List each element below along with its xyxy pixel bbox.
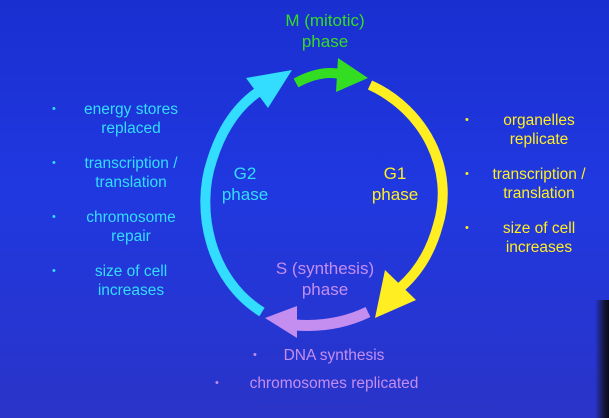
list-item: • DNA synthesis bbox=[215, 346, 435, 365]
bullet-icon: • bbox=[465, 222, 469, 234]
g1-notes-list: • organelles replicate • transcription /… bbox=[465, 111, 595, 273]
g2-phase-line2: phase bbox=[221, 185, 269, 204]
g2-arc bbox=[200, 87, 265, 317]
edge-shadow bbox=[595, 300, 609, 418]
g2-arrowhead bbox=[246, 70, 292, 108]
note-line: chromosome bbox=[86, 209, 176, 226]
g2-notes-list: • energy stores replaced • transcription… bbox=[52, 100, 192, 316]
note-line: increases bbox=[505, 239, 573, 256]
bullet-icon: • bbox=[465, 168, 469, 180]
synthesis-phase-line1: S (synthesis) bbox=[275, 259, 375, 278]
mitotic-phase-line2: phase bbox=[301, 32, 349, 51]
list-item: • transcription / translation bbox=[465, 165, 595, 203]
note-line: transcription / bbox=[84, 155, 178, 172]
synthesis-phase-line2: phase bbox=[301, 280, 349, 299]
note-line: increases bbox=[97, 282, 165, 299]
bullet-icon: • bbox=[52, 211, 56, 223]
mitotic-arc bbox=[293, 68, 341, 88]
bullet-icon: • bbox=[52, 157, 56, 169]
list-item: • chromosome repair bbox=[52, 208, 192, 246]
note-line: DNA synthesis bbox=[283, 347, 385, 364]
g2-phase-line1: G2 bbox=[233, 164, 257, 183]
synthesis-phase-label: S (synthesis) phase bbox=[250, 258, 400, 300]
note-line: repair bbox=[111, 228, 151, 245]
note-line: replaced bbox=[101, 120, 161, 137]
list-item: • transcription / translation bbox=[52, 154, 192, 192]
note-line: transcription / bbox=[492, 166, 586, 183]
note-line: replicate bbox=[509, 131, 569, 148]
list-item: • organelles replicate bbox=[465, 111, 595, 149]
bullet-icon: • bbox=[52, 103, 56, 115]
g1-arc bbox=[367, 80, 448, 292]
note-line: organelles bbox=[503, 112, 575, 129]
note-line: translation bbox=[95, 174, 167, 191]
list-item: • chromosomes replicated bbox=[215, 374, 435, 393]
list-item: • energy stores replaced bbox=[52, 100, 192, 138]
note-line: translation bbox=[503, 185, 575, 202]
list-item: • size of cell increases bbox=[52, 262, 192, 300]
synthesis-arrowhead bbox=[265, 306, 297, 338]
note-line: energy stores bbox=[84, 101, 178, 118]
g2-phase-label: G2 phase bbox=[215, 163, 275, 205]
mitotic-arrowhead bbox=[336, 58, 368, 92]
mitotic-phase-label: M (mitotic) phase bbox=[260, 10, 390, 52]
synthesis-arc bbox=[294, 307, 371, 331]
mitotic-phase-line1: M (mitotic) bbox=[285, 11, 365, 30]
g1-phase-label: G1 phase bbox=[365, 163, 425, 205]
g1-phase-line2: phase bbox=[371, 185, 419, 204]
g1-arrowhead bbox=[375, 270, 416, 318]
bullet-icon: • bbox=[465, 114, 469, 126]
note-line: size of cell bbox=[502, 220, 576, 237]
list-item: • size of cell increases bbox=[465, 219, 595, 257]
g1-phase-line1: G1 bbox=[383, 164, 407, 183]
note-line: chromosomes replicated bbox=[249, 375, 419, 392]
synthesis-notes-list: • DNA synthesis • chromosomes replicated bbox=[215, 346, 435, 393]
bullet-icon: • bbox=[215, 377, 219, 389]
bullet-icon: • bbox=[52, 265, 56, 277]
note-line: size of cell bbox=[94, 263, 168, 280]
bullet-icon: • bbox=[253, 349, 257, 361]
